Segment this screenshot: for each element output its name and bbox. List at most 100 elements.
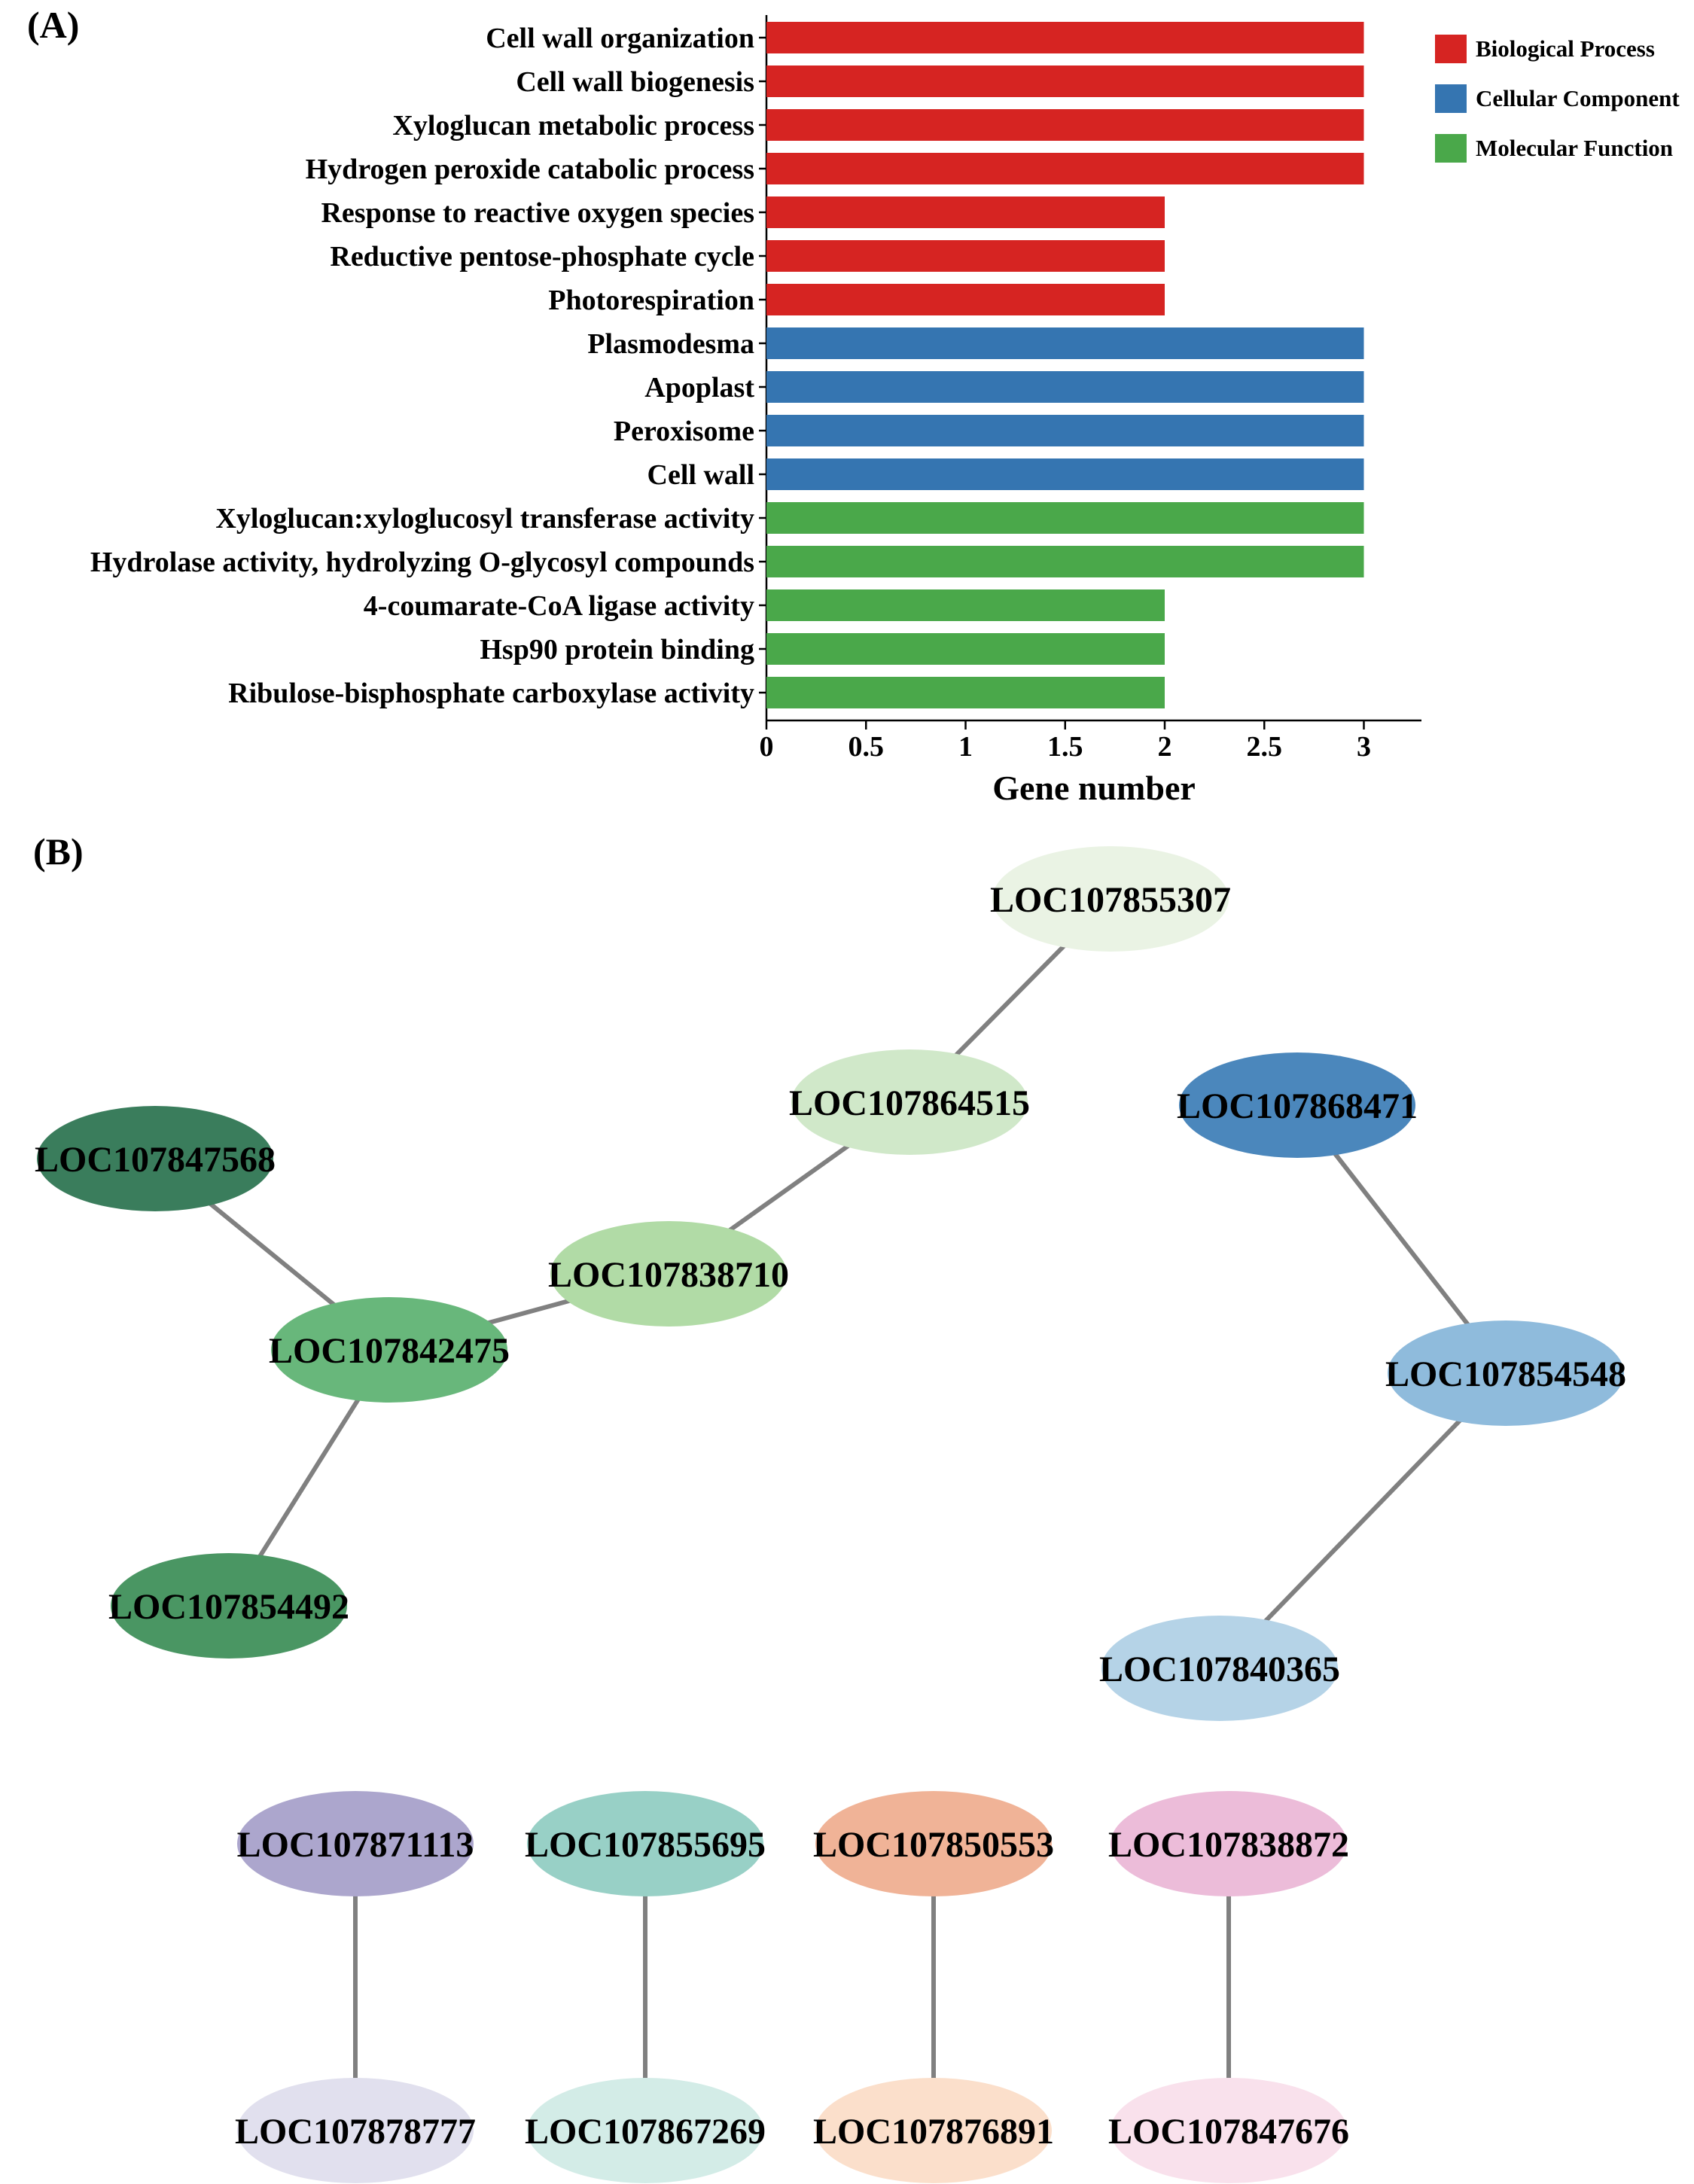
node-ellipse — [237, 2078, 474, 2183]
network-node: LOC107878777 — [235, 2078, 476, 2183]
x-tick-label: 0.5 — [849, 731, 885, 763]
x-axis-title: Gene number — [992, 769, 1196, 807]
legend-label: Molecular Function — [1476, 135, 1673, 161]
node-ellipse — [1111, 1791, 1347, 1896]
node-ellipse — [992, 846, 1229, 952]
node-ellipse — [237, 1791, 474, 1896]
network-node: LOC107840365 — [1099, 1616, 1340, 1721]
node-ellipse — [271, 1297, 507, 1403]
node-ellipse — [1101, 1616, 1338, 1721]
network-node: LOC107855695 — [525, 1791, 766, 1896]
network-node: LOC107876891 — [813, 2078, 1054, 2183]
node-label: LOC107855307 — [990, 880, 1231, 920]
bar — [766, 371, 1364, 403]
node-ellipse — [527, 2078, 763, 2183]
bar — [766, 546, 1364, 577]
bar — [766, 677, 1165, 708]
network-node: LOC107838710 — [548, 1221, 789, 1327]
bar — [766, 589, 1165, 621]
network-node: LOC107855307 — [990, 846, 1231, 952]
node-ellipse — [37, 1106, 273, 1211]
legend-swatch — [1435, 35, 1467, 63]
network-node: LOC107868471 — [1177, 1052, 1418, 1158]
node-label: LOC107871113 — [237, 1825, 474, 1865]
network-node: LOC107838872 — [1108, 1791, 1349, 1896]
network-node: LOC107854548 — [1385, 1320, 1626, 1426]
category-label: Peroxisome — [614, 416, 754, 447]
category-label: Apoplast — [644, 372, 754, 404]
category-label: Cell wall organization — [486, 23, 754, 54]
category-label: Reductive pentose-phosphate cycle — [330, 241, 754, 273]
node-label: LOC107842475 — [269, 1331, 510, 1371]
node-label: LOC107854548 — [1385, 1354, 1626, 1394]
node-ellipse — [1388, 1320, 1624, 1426]
panel-b-label: (B) — [33, 830, 84, 873]
bar — [766, 502, 1364, 534]
category-label: Cell wall — [647, 459, 754, 491]
node-label: LOC107864515 — [789, 1083, 1030, 1123]
node-ellipse — [550, 1221, 787, 1327]
bar — [766, 327, 1364, 359]
bar — [766, 415, 1364, 446]
node-label: LOC107840365 — [1099, 1649, 1340, 1689]
category-label: Xyloglucan metabolic process — [392, 110, 754, 142]
bar — [766, 153, 1364, 184]
x-tick-label: 1.5 — [1047, 731, 1083, 763]
node-label: LOC107878777 — [235, 2112, 476, 2152]
category-label: Response to reactive oxygen species — [321, 197, 754, 229]
node-ellipse — [815, 2078, 1052, 2183]
node-label: LOC107838710 — [548, 1255, 789, 1295]
node-label: LOC107838872 — [1108, 1825, 1349, 1865]
category-label: Hsp90 protein binding — [480, 634, 754, 666]
network-node: LOC107871113 — [237, 1791, 474, 1896]
network-node: LOC107847676 — [1108, 2078, 1349, 2183]
x-tick-label: 3 — [1357, 731, 1371, 763]
network-node: LOC107854492 — [108, 1553, 349, 1659]
network-edge — [1217, 1371, 1508, 1671]
bar — [766, 284, 1165, 315]
x-tick-label: 2 — [1158, 731, 1172, 763]
bar — [766, 240, 1165, 272]
x-tick-label: 2.5 — [1247, 731, 1283, 763]
network-node: LOC107867269 — [525, 2078, 766, 2183]
category-label: Plasmodesma — [587, 328, 754, 360]
node-label: LOC107850553 — [813, 1825, 1054, 1865]
node-ellipse — [791, 1049, 1028, 1155]
legend-swatch — [1435, 134, 1467, 163]
network-node: LOC107850553 — [813, 1791, 1054, 1896]
category-label: Hydrolase activity, hydrolyzing O-glycos… — [90, 547, 754, 578]
legend-label: Biological Process — [1476, 35, 1655, 62]
node-label: LOC107868471 — [1177, 1086, 1418, 1126]
node-ellipse — [527, 1791, 763, 1896]
category-label: Ribulose-bisphosphate carboxylase activi… — [228, 678, 754, 709]
category-label: Xyloglucan:xyloglucosyl transferase acti… — [215, 503, 754, 535]
network-nodes: LOC107855307LOC107864515LOC107838710LOC1… — [35, 846, 1626, 2183]
x-tick-label: 0 — [760, 731, 774, 763]
network-node: LOC107864515 — [789, 1049, 1030, 1155]
legend-swatch — [1435, 84, 1467, 113]
bar — [766, 65, 1364, 97]
bar — [766, 22, 1364, 53]
bar — [766, 109, 1364, 141]
node-ellipse — [1111, 2078, 1347, 2183]
node-ellipse — [1179, 1052, 1415, 1158]
network-node: LOC107847568 — [35, 1106, 276, 1211]
gene-network: LOC107855307LOC107864515LOC107838710LOC1… — [35, 846, 1626, 2183]
node-label: LOC107855695 — [525, 1825, 766, 1865]
node-ellipse — [815, 1791, 1052, 1896]
node-label: LOC107847676 — [1108, 2112, 1349, 2152]
panel-a-label: (A) — [27, 4, 79, 46]
x-tick-label: 1 — [958, 731, 973, 763]
bar — [766, 196, 1165, 228]
bar — [766, 633, 1165, 665]
legend-label: Cellular Component — [1476, 85, 1680, 111]
node-label: LOC107847568 — [35, 1140, 276, 1180]
network-node: LOC107842475 — [269, 1297, 510, 1403]
node-label: LOC107867269 — [525, 2112, 766, 2152]
category-label: Photorespiration — [548, 285, 754, 316]
node-ellipse — [111, 1553, 347, 1659]
category-label: 4-coumarate-CoA ligase activity — [364, 590, 754, 622]
bar — [766, 458, 1364, 490]
